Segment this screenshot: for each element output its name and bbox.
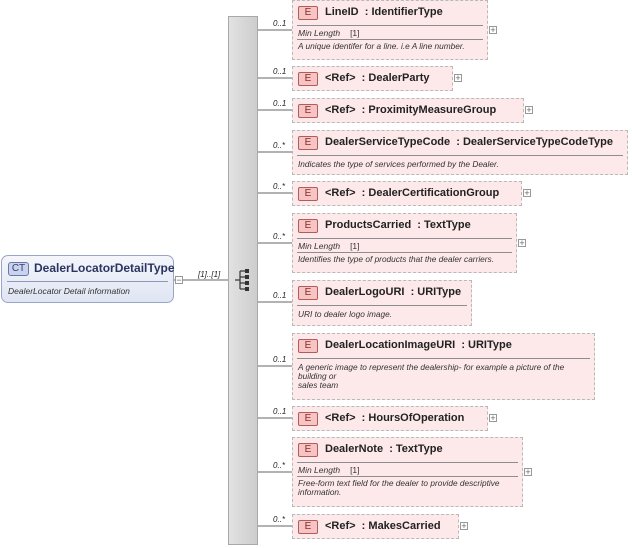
facet-value: [1]	[350, 465, 360, 475]
facet-separator	[297, 476, 518, 477]
facet-separator	[297, 252, 512, 253]
element-occurrence: 0..1	[273, 99, 287, 108]
element-occurrence: 0..*	[273, 515, 286, 524]
facet-row: Min Length [1]	[298, 241, 511, 251]
ct-separator	[7, 281, 168, 282]
facet-value: [1]	[350, 241, 360, 251]
expand-icon[interactable]: +	[518, 238, 526, 248]
element-name: DealerLocationImageURI : URIType	[325, 339, 512, 351]
element-separator	[297, 25, 483, 26]
facet-name: Min Length	[298, 28, 341, 38]
element-documentation: A generic image to represent the dealers…	[298, 362, 565, 372]
element-occurrence: 0..*	[273, 461, 286, 470]
element-documentation: A unique identifer for a line. i.e A lin…	[298, 41, 465, 51]
ct-collapse-icon[interactable]: −	[175, 275, 183, 285]
element-badge: E	[298, 136, 318, 150]
expand-icon[interactable]: +	[454, 73, 462, 83]
sequence-occurrence: [1]..[1]	[198, 270, 221, 279]
element-name: <Ref> : DealerParty	[325, 72, 430, 84]
element-badge: E	[298, 520, 318, 534]
element-separator	[297, 305, 467, 306]
sequence-compositor-bar	[228, 16, 258, 545]
facet-name: Min Length	[298, 241, 341, 251]
element-badge: E	[298, 286, 318, 300]
sequence-icon[interactable]	[233, 268, 251, 292]
element-name: DealerServiceTypeCode : DealerServiceTyp…	[325, 136, 613, 148]
element-separator	[297, 238, 512, 239]
expand-icon[interactable]: +	[523, 188, 531, 198]
element-box[interactable]: E <Ref> : DealerParty	[292, 66, 453, 91]
element-name: LineID : IdentifierType	[325, 6, 443, 18]
element-documentation: building or	[298, 371, 337, 381]
expand-icon[interactable]: +	[489, 413, 497, 423]
element-occurrence: 0..*	[273, 232, 286, 241]
element-badge: E	[298, 443, 318, 457]
element-name: DealerLogoURI : URIType	[325, 286, 462, 298]
element-separator	[297, 462, 518, 463]
element-name: <Ref> : DealerCertificationGroup	[325, 187, 500, 199]
facet-row: Min Length [1]	[298, 28, 482, 38]
element-box[interactable]: E DealerLocationImageURI : URIType A gener…	[292, 333, 595, 400]
element-badge: E	[298, 104, 318, 118]
element-badge: E	[298, 219, 318, 233]
complex-type-documentation: DealerLocator Detail information	[8, 286, 130, 296]
element-occurrence: 0..*	[273, 141, 286, 150]
element-documentation: URI to dealer logo image.	[298, 309, 393, 319]
element-name: DealerNote : TextType	[325, 443, 443, 455]
complex-type-box[interactable]: CT DealerLocatorDetailType DealerLocator…	[1, 255, 175, 303]
facet-value: [1]	[350, 28, 360, 38]
element-documentation: Indicates the type of services performed…	[298, 159, 499, 169]
facet-separator	[297, 39, 483, 40]
element-badge: E	[298, 72, 318, 86]
element-separator	[297, 358, 590, 359]
element-box[interactable]: E <Ref> : MakesCarried	[292, 514, 459, 539]
element-name: <Ref> : ProximityMeasureGroup	[325, 104, 497, 116]
element-occurrence: 0..1	[273, 291, 287, 300]
element-box[interactable]: E <Ref> : DealerCertificationGroup	[292, 181, 522, 206]
element-documentation: Free-form text field for the dealer to p…	[298, 478, 500, 488]
element-documentation: information.	[298, 487, 342, 497]
element-occurrence: 0..1	[273, 355, 287, 364]
element-documentation: Identifies the type of products that the…	[298, 254, 495, 264]
expand-icon[interactable]: +	[460, 521, 468, 531]
element-documentation: sales team	[298, 380, 339, 390]
expand-icon[interactable]: +	[489, 25, 497, 35]
element-box[interactable]: E <Ref> : HoursOfOperation	[292, 406, 488, 431]
element-occurrence: 0..1	[273, 19, 287, 28]
element-badge: E	[298, 339, 318, 353]
expand-icon[interactable]: +	[525, 105, 533, 115]
element-badge: E	[298, 187, 318, 201]
element-box[interactable]: E DealerServiceTypeCode : DealerServiceTy…	[292, 130, 628, 175]
element-name: ProductsCarried : TextType	[325, 219, 471, 231]
facet-row: Min Length [1]	[298, 465, 517, 475]
element-name: <Ref> : HoursOfOperation	[325, 412, 465, 424]
element-badge: E	[298, 412, 318, 426]
expand-icon[interactable]: +	[524, 467, 532, 477]
ct-badge: CT	[8, 262, 29, 276]
element-box[interactable]: E <Ref> : ProximityMeasureGroup	[292, 98, 524, 123]
complex-type-name: DealerLocatorDetailType	[34, 261, 175, 275]
element-separator	[297, 155, 623, 156]
facet-name: Min Length	[298, 465, 341, 475]
element-occurrence: 0..1	[273, 407, 287, 416]
element-badge: E	[298, 6, 318, 20]
element-name: <Ref> : MakesCarried	[325, 520, 441, 532]
element-occurrence: 0..1	[273, 67, 287, 76]
element-occurrence: 0..*	[273, 182, 286, 191]
